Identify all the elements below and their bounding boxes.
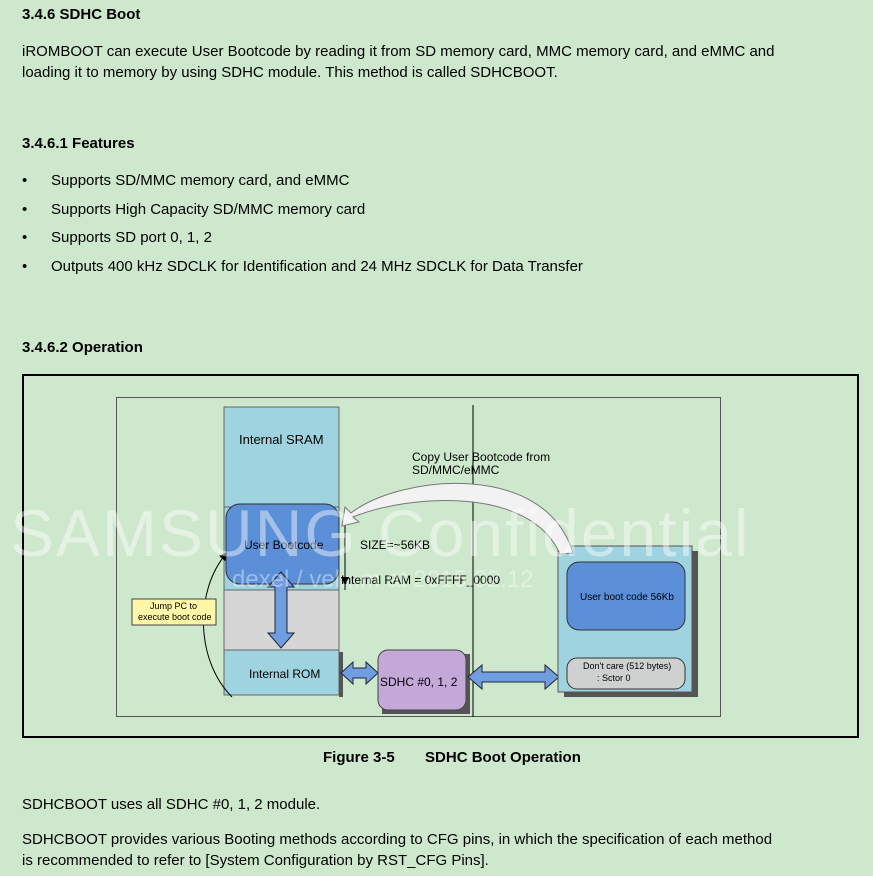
feature-text: Outputs 400 kHz SDCLK for Identification… <box>51 258 583 275</box>
bullet-icon: • <box>22 258 28 275</box>
rom-shadow <box>339 652 343 697</box>
jump-pc-note <box>131 598 217 626</box>
figure-title: SDHC Boot Operation <box>425 749 581 766</box>
intro-line-1: iROMBOOT can execute User Bootcode by re… <box>22 43 775 60</box>
rom-sdhc-arrow-icon <box>340 660 379 686</box>
section-heading: 3.4.6 SDHC Boot <box>22 6 141 23</box>
internal-rom-box <box>223 649 340 696</box>
sdhc-box <box>377 649 467 711</box>
card-boot-code-label: User boot code 56Kb <box>580 592 674 603</box>
dont-care-line-2: : Sctor 0 <box>597 673 631 683</box>
internal-sram-box <box>223 406 340 508</box>
card-boot-code-box <box>566 561 686 631</box>
dont-care-line-1: Don't care (512 bytes) <box>583 661 672 671</box>
copy-label-line-1: Copy User Bootcode from <box>412 450 551 464</box>
internal-rom-label: Internal ROM <box>249 667 321 681</box>
internal-ram-address: Internal RAM = 0xFFFF_0000 <box>341 573 501 587</box>
copy-arrow-icon <box>341 482 574 555</box>
internal-sram-label: Internal SRAM <box>239 432 324 447</box>
copy-label-line-2: SD/MMC/eMMC <box>412 463 500 477</box>
bullet-icon: • <box>22 201 28 218</box>
footer-para-1: SDHCBOOT uses all SDHC #0, 1, 2 module. <box>22 796 321 813</box>
sdhc-label: SDHC #0, 1, 2 <box>380 675 458 689</box>
footer-para-2-line-1: SDHCBOOT provides various Booting method… <box>22 831 773 848</box>
footer-para-2-line-2: is recommended to refer to [System Confi… <box>22 852 489 869</box>
size-label: SIZE=~56KB <box>360 538 431 552</box>
sdhc-card-arrow-icon <box>467 663 560 691</box>
user-bootcode-label: User Bootcode <box>244 538 324 552</box>
intro-line-2: loading it to memory by using SDHC modul… <box>22 64 558 81</box>
feature-text: Supports SD port 0, 1, 2 <box>51 229 212 246</box>
feature-text: Supports SD/MMC memory card, and eMMC <box>51 172 350 189</box>
figure-number: Figure 3-5 <box>323 749 395 766</box>
jump-pc-line-1: Jump PC to <box>150 601 198 611</box>
bullet-icon: • <box>22 172 28 189</box>
feature-text: Supports High Capacity SD/MMC memory car… <box>51 201 366 218</box>
figure-caption: Figure 3-5 SDHC Boot Operation <box>323 749 581 766</box>
bullet-icon: • <box>22 229 28 246</box>
vertical-double-arrow-icon <box>266 571 296 649</box>
operation-heading: 3.4.6.2 Operation <box>22 339 143 356</box>
dont-care-box <box>566 657 686 690</box>
jump-pc-line-2: execute boot code <box>138 612 212 622</box>
features-heading: 3.4.6.1 Features <box>22 135 135 152</box>
